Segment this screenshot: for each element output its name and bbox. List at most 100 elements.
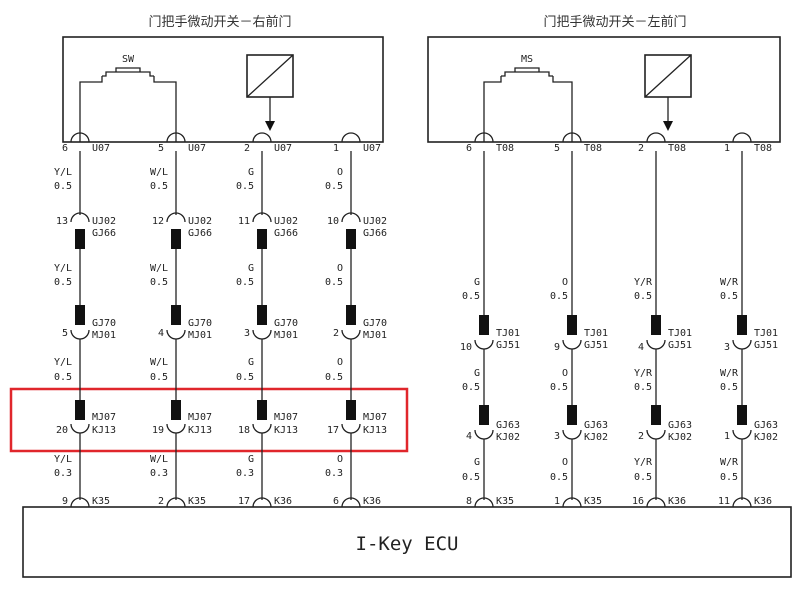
wire-color-label: W/L [150,167,168,178]
connector-code: KJ02 [584,432,608,443]
wire-color-label: W/R [720,368,739,379]
connector-code: UJ02 [92,216,116,227]
connector-mj07 [341,423,361,434]
connector-code: GJ66 [92,228,116,239]
connector-code: MJ07 [92,412,116,423]
pin-number: 13 [56,216,68,227]
wire-color-label: Y/L [54,357,72,368]
wire-color-label: Y/L [54,263,72,274]
sensor-arrow-left [663,121,673,131]
wire-color-label: W/R [720,457,739,468]
connector-code: TJ01 [496,328,520,339]
connector-plug [75,229,85,249]
left-door-title: 门把手微动开关－左前门 [543,14,686,30]
connector-tj01 [474,339,494,350]
connector-plug [346,400,356,420]
wire-color-label: O [562,277,568,288]
connector-code: T08 [496,143,514,154]
connector-tj01 [732,339,752,350]
wire-size-label: 0.5 [550,291,568,302]
pin-number: 2 [158,496,164,507]
connector-k35-pin [252,497,272,508]
pin-number: 5 [158,143,164,154]
wire-color-label: G [474,277,480,288]
wire-size-label: 0.5 [325,181,343,192]
connector-code: K36 [274,496,292,507]
connector-code: T08 [668,143,686,154]
connector-code: KJ13 [188,425,212,436]
pin-number: 11 [718,496,730,507]
connector-code: TJ01 [584,328,608,339]
connector-code: GJ66 [274,228,298,239]
wire-size-label: 0.5 [462,472,480,483]
pin-number: 2 [333,328,339,339]
connector-t08-pin [732,132,752,143]
wire-size-label: 0.5 [54,372,72,383]
connector-code: K35 [188,496,206,507]
wire-color-label: G [248,454,254,465]
connector-gj70 [70,329,90,340]
pin-number: 12 [152,216,164,227]
sensor-diagonal-left [644,54,692,98]
switch-lead-left-left [483,76,502,142]
wire-color-label: G [248,263,254,274]
connector-code: MJ01 [188,330,212,341]
wire-size-label: 0.5 [325,372,343,383]
wire-size-label: 0.3 [54,468,72,479]
connector-plug [651,315,661,335]
pin-number: 1 [554,496,560,507]
connector-code: KJ02 [496,432,520,443]
pin-number: 10 [327,216,339,227]
switch-contact-right [102,71,154,77]
connector-plug [75,305,85,325]
connector-code: GJ66 [363,228,387,239]
connector-mj07 [166,423,186,434]
wire-color-label: G [248,357,254,368]
connector-plug [75,400,85,420]
wire-color-label: Y/R [634,277,653,288]
pin-number: 5 [62,328,68,339]
pin-number: 1 [724,143,730,154]
connector-gj63 [646,429,666,440]
connector-uj02 [252,212,272,223]
connector-code: MJ01 [274,330,298,341]
connector-plug [257,400,267,420]
switch-lead-right-right [153,76,177,142]
wire-color-label: G [474,368,480,379]
connector-plug [346,305,356,325]
connector-gj70 [341,329,361,340]
connector-plug [479,315,489,335]
connector-code: UJ02 [363,216,387,227]
connector-u07-pin [341,132,361,143]
pin-number: 19 [152,425,164,436]
ecu-label: I-Key ECU [356,533,459,555]
wire-size-label: 0.3 [325,468,343,479]
connector-code: GJ63 [668,420,692,431]
connector-code: MJ07 [363,412,387,423]
connector-plug [737,405,747,425]
connector-code: GJ70 [188,318,212,329]
connector-code: UJ02 [188,216,212,227]
wire-color-label: O [337,167,343,178]
connector-code: MJ07 [274,412,298,423]
connector-uj02 [341,212,361,223]
connector-u07-pin [70,132,90,143]
connector-code: GJ70 [92,318,116,329]
connector-t08-pin [562,132,582,143]
pin-number: 6 [466,143,472,154]
connector-k35-pin [646,497,666,508]
connector-plug [257,305,267,325]
switch-actuator-left [514,67,540,72]
ecu-box [22,506,792,578]
connector-code: TJ01 [668,328,692,339]
connector-code: U07 [188,143,206,154]
connector-gj63 [562,429,582,440]
connector-code: GJ51 [584,340,608,351]
wire-color-label: Y/R [634,368,653,379]
connector-code: U07 [363,143,381,154]
connector-code: KJ02 [754,432,778,443]
connector-t08-pin [474,132,494,143]
pin-number: 10 [460,342,472,353]
connector-gj63 [732,429,752,440]
wire-color-label: W/L [150,454,168,465]
